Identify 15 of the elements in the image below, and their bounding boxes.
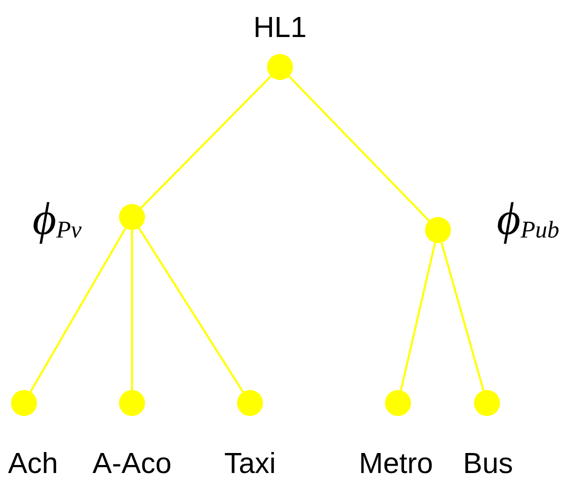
node-label: HL1	[252, 14, 308, 43]
connector-line	[138, 227, 244, 393]
connector-line	[140, 76, 272, 208]
node-label: Taxi	[223, 450, 277, 479]
parameter-label: ϕ$_{Pv}$	[31, 196, 83, 243]
connector-line	[131, 230, 133, 390]
node-label: A-Aco	[92, 450, 172, 479]
connector-line	[440, 242, 484, 391]
node-label: Bus	[462, 450, 514, 479]
node-label: Ach	[7, 450, 59, 479]
parameter-label: ϕ$_{Pub}$	[496, 196, 560, 243]
connector-line	[30, 228, 126, 392]
node-label: Metro	[358, 450, 434, 479]
connector-line	[400, 242, 436, 391]
connector-line	[288, 76, 430, 222]
